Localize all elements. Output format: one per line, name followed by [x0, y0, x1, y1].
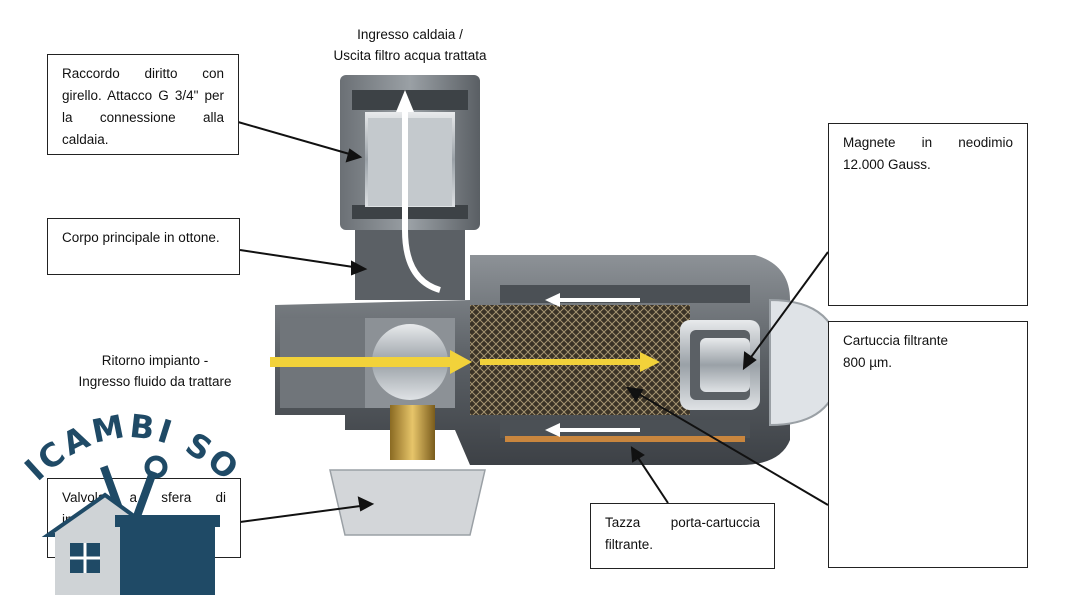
- label-raccordo: Raccordo diritto con girello. Attacco G …: [47, 54, 239, 155]
- inlet-return-label: Ritorno impianto - Ingresso fluido da tr…: [60, 350, 250, 392]
- inlet-outlet-line2: Uscita filtro acqua trattata: [333, 48, 487, 63]
- label-magnete: Magnete in neodimio 12.000 Gauss.: [828, 123, 1028, 306]
- inlet-return-line2: Ingresso fluido da trattare: [78, 374, 232, 389]
- leader-lines: [237, 121, 829, 523]
- inlet-outlet-line1: Ingresso caldaia /: [357, 27, 463, 42]
- label-cartuccia-line1: Cartuccia filtrante: [843, 333, 949, 348]
- label-tazza-text: Tazza porta-cartuccia filtrante.: [605, 515, 760, 552]
- inlet-return-line1: Ritorno impianto -: [101, 353, 209, 368]
- label-cartuccia-line2: 800 µm.: [843, 355, 893, 370]
- label-magnete-text: Magnete in neodimio 12.000 Gauss.: [843, 135, 1013, 172]
- label-corpo-text: Corpo principale in ottone.: [62, 230, 220, 245]
- label-corpo: Corpo principale in ottone.: [47, 218, 240, 275]
- ball-valve: [329, 405, 486, 536]
- label-raccordo-text: Raccordo diritto con girello. Attacco G …: [62, 66, 224, 147]
- logo-text: RICAMBI SOS: [10, 395, 248, 489]
- ricambi-sos-logo: RICAMBI SOS: [10, 395, 248, 595]
- house-icon: [41, 492, 220, 595]
- label-cartuccia: Cartuccia filtrante 800 µm.: [828, 321, 1028, 568]
- flow-arrows: [270, 90, 660, 437]
- inlet-outlet-label: Ingresso caldaia / Uscita filtro acqua t…: [310, 24, 510, 66]
- label-tazza: Tazza porta-cartuccia filtrante.: [590, 503, 775, 569]
